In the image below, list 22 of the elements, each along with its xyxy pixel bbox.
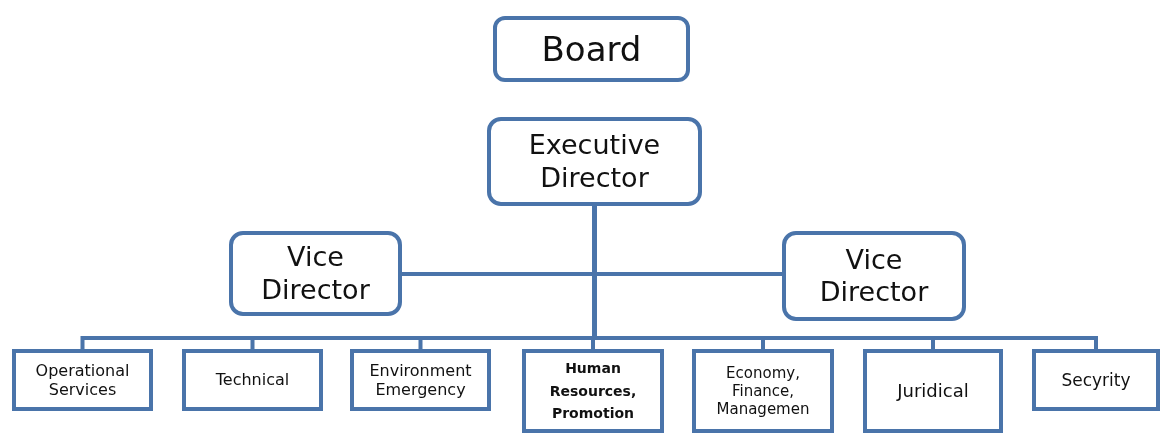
box-label: Executive Director xyxy=(527,129,662,194)
box-label: Technical xyxy=(214,370,291,390)
department-box xyxy=(863,349,1003,433)
rounded-box xyxy=(487,117,702,206)
box-label: Environment Emergency xyxy=(368,360,473,400)
department-box xyxy=(182,349,323,411)
department-box xyxy=(692,349,834,433)
rounded-box xyxy=(782,231,966,321)
box-label: Secyrity xyxy=(1060,369,1132,391)
box-label: Operational Services xyxy=(34,360,131,400)
department-box xyxy=(12,349,153,411)
rounded-box xyxy=(229,231,402,316)
box-label: Board xyxy=(540,28,643,70)
department-box xyxy=(1032,349,1160,411)
box-label: Economy, Finance, Managemen xyxy=(715,364,811,418)
rounded-box xyxy=(493,16,690,82)
box-label: Human Resources, Promotion xyxy=(548,359,638,424)
box-label: Juridical xyxy=(895,380,970,402)
box-label: Vice Director xyxy=(260,241,371,306)
department-box xyxy=(522,349,664,433)
department-box xyxy=(350,349,491,411)
box-label: Vice Director xyxy=(818,243,930,309)
